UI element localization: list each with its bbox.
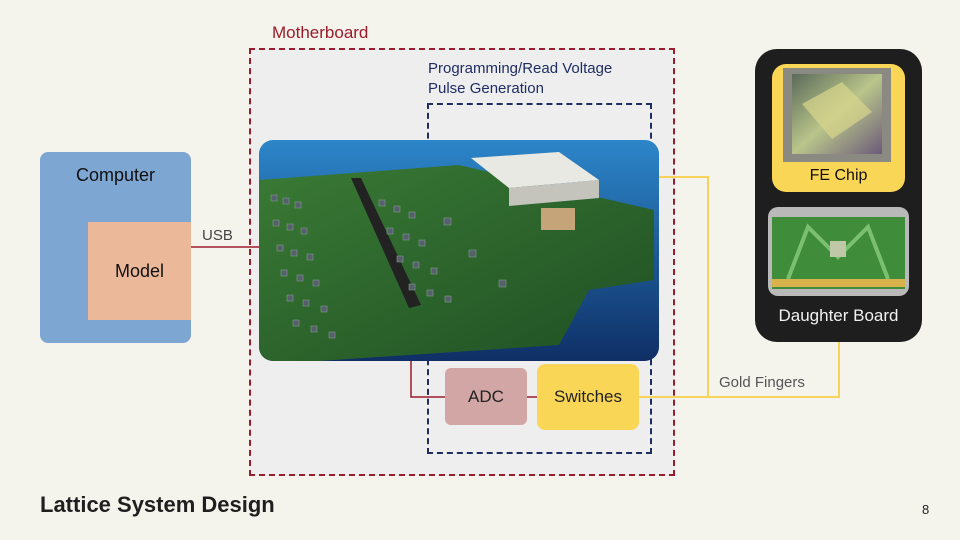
motherboard-label: Motherboard	[272, 23, 369, 42]
usb-label: USB	[202, 227, 233, 244]
fe-chip-image	[783, 68, 891, 162]
programming-label: Programming/Read Voltage Pulse Generatio…	[428, 59, 612, 99]
adc-box: ADC	[445, 368, 527, 425]
model-box: Model	[88, 222, 191, 320]
switches-label: Switches	[553, 387, 623, 406]
fe-chip-label: FE Chip	[809, 167, 868, 184]
programming-label-line1: Programming/Read Voltage	[428, 60, 613, 77]
computer-label: Computer	[75, 165, 156, 185]
switches-box: Switches	[537, 364, 639, 430]
programming-label-line2: Pulse Generation	[428, 80, 544, 97]
adc-label: ADC	[468, 386, 504, 406]
daughter-board-image	[772, 217, 905, 289]
fe-chip-card	[772, 64, 905, 192]
gold-line-daughter	[708, 342, 840, 398]
slide-title: Lattice System Design	[40, 492, 275, 517]
gold-line-pcb	[639, 176, 709, 398]
page-number: 8	[922, 502, 930, 517]
daughter-board-card	[768, 207, 909, 296]
gold-fingers-label: Gold Fingers	[719, 374, 805, 391]
pcb-render-image	[259, 140, 659, 361]
model-label: Model	[114, 260, 165, 281]
daughter-board-label: Daughter Board	[778, 306, 899, 325]
pcb-adc-line	[410, 361, 445, 398]
